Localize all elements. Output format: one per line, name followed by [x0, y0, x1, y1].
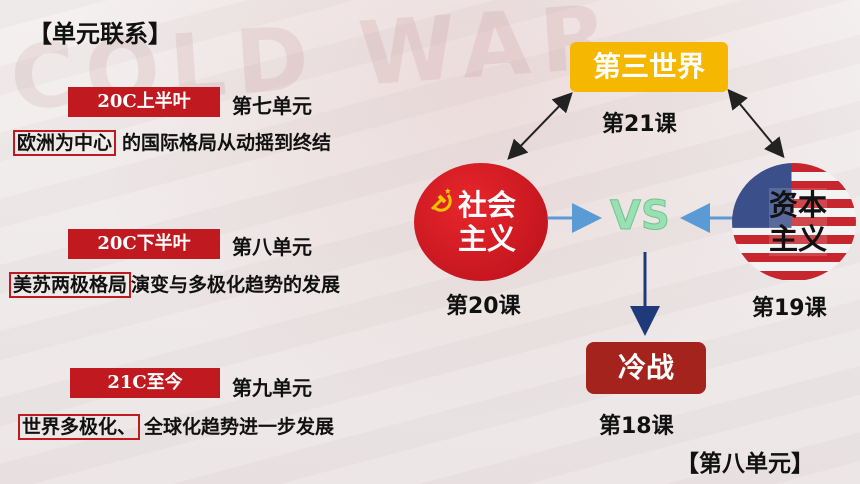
era-badge-1: 20C上半叶 [68, 87, 220, 117]
unit-label-3: 第九单元 [232, 376, 312, 400]
unit-desc-2-rest: 演变与多极化趋势的发展 [131, 274, 341, 296]
footer-label: 【第八单元】 [676, 451, 814, 477]
capitalism-label-line1: 资本 [768, 188, 827, 222]
era-badge-2: 20C下半叶 [68, 229, 220, 259]
unit-desc-1: 欧洲为中心的国际格局从动摇到终结 [13, 128, 332, 156]
unit-desc-2-highlight: 美苏两极格局 [9, 272, 132, 298]
socialism-label-line2: 主义 [457, 222, 516, 256]
unit-label-1: 第七单元 [232, 94, 312, 118]
socialism-lesson: 第20课 [446, 294, 521, 319]
unit-label-2: 第八单元 [232, 235, 312, 259]
cold-war-lesson: 第18课 [599, 414, 674, 439]
capitalism-lesson: 第19课 [752, 296, 827, 321]
arrow-third-world-capitalism [727, 88, 785, 159]
arrow-third-world-socialism [507, 92, 573, 160]
socialism-circle: 社会 主义 [414, 163, 548, 281]
cold-war-box: 冷战 [586, 342, 706, 394]
third-world-lesson: 第21课 [602, 112, 677, 137]
unit-desc-2: 美苏两极格局演变与多极化趋势的发展 [9, 270, 341, 298]
unit-desc-1-highlight: 欧洲为中心 [13, 130, 117, 156]
unit-desc-1-rest: 的国际格局从动摇到终结 [122, 132, 332, 154]
unit-desc-3-rest: 全球化趋势进一步发展 [144, 416, 335, 438]
unit-desc-3: 世界多极化、全球化趋势进一步发展 [18, 412, 335, 440]
era-badge-3: 21C至今 [70, 368, 220, 398]
capitalism-circle: 资本 主义 [732, 163, 856, 281]
capitalism-label-line2: 主义 [768, 222, 827, 256]
section-title: 【单元联系】 [28, 20, 172, 48]
third-world-box: 第三世界 [570, 42, 728, 92]
unit-desc-3-highlight: 世界多极化、 [18, 414, 141, 440]
socialism-label-line1: 社会 [457, 188, 516, 222]
hammer-sickle-icon [430, 188, 452, 212]
vs-text: VS [610, 193, 671, 240]
